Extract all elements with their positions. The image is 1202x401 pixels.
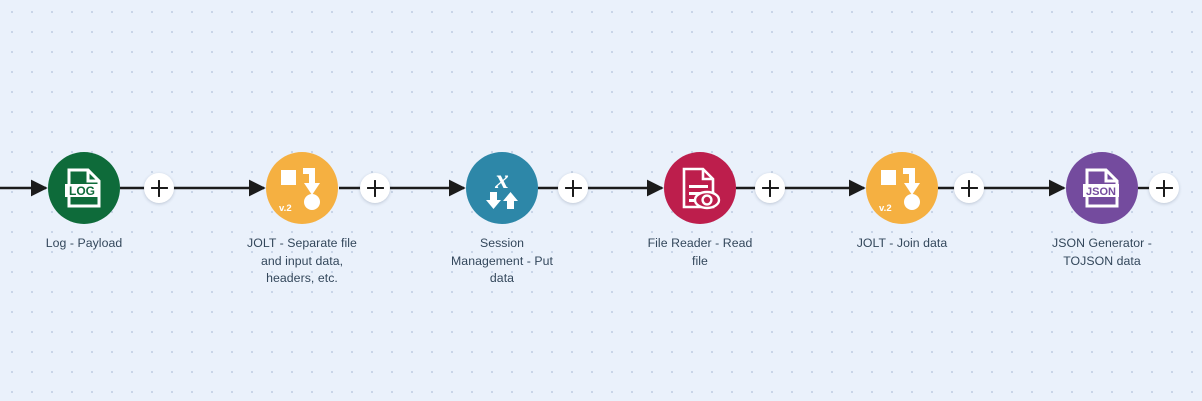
flow-node-session-management-put[interactable]: x Session Management - Put data [422,152,582,288]
node-version-badge: v.2 [879,202,892,214]
plus-icon-vertical [157,179,161,197]
add-step-button-after-session-management-put[interactable] [558,173,588,203]
flow-node-label: JOLT - Separate file and input data, hea… [247,236,357,285]
plus-icon-vertical [1162,179,1166,197]
flow-node-label: Log - Payload [45,236,123,250]
flow-node-label: JOLT - Join data [856,236,948,250]
flow-node-label: File Reader - Read file [647,236,753,268]
add-step-button-after-file-reader-read[interactable] [755,173,785,203]
plus-icon-vertical [571,179,575,197]
plus-icon-vertical [768,179,772,197]
node-icon-circle[interactable] [664,152,736,224]
flow-node-label: JSON Generator - TOJSON data [1052,236,1152,268]
log-document-icon: LOG [64,167,104,209]
flow-node-jolt-join[interactable]: v.2 JOLT - Join data [822,152,982,253]
add-step-button-after-jolt-separate[interactable] [360,173,390,203]
session-variable-letter: x [494,164,509,194]
plus-icon-vertical [967,179,971,197]
node-icon-circle[interactable]: v.2 [266,152,338,224]
node-icon-circle[interactable]: JSON [1066,152,1138,224]
json-document-icon: JSON [1082,167,1122,209]
flow-node-label: Session Management - Put data [451,236,553,285]
json-icon-text: JSON [1086,186,1116,198]
file-read-eye-icon [679,166,721,210]
flow-node-json-generator-tojson[interactable]: JSON JSON Generator - TOJSON data [1022,152,1182,270]
node-version-badge: v.2 [279,202,292,214]
jolt-transform-icon [879,166,925,210]
node-icon-circle[interactable]: x [466,152,538,224]
jolt-transform-icon [279,166,325,210]
flow-node-log-payload[interactable]: LOG Log - Payload [4,152,164,253]
flow-node-file-reader-read[interactable]: File Reader - Read file [620,152,780,270]
plus-icon-vertical [373,179,377,197]
add-step-button-after-json-generator[interactable] [1149,173,1179,203]
flow-node-jolt-separate[interactable]: v.2 JOLT - Separate file and input data,… [222,152,382,288]
node-icon-circle[interactable]: LOG [48,152,120,224]
node-icon-circle[interactable]: v.2 [866,152,938,224]
add-step-button-after-log-payload[interactable] [144,173,174,203]
add-step-button-after-jolt-join[interactable] [954,173,984,203]
session-variable-icon: x [480,164,524,211]
log-icon-text: LOG [69,184,95,198]
